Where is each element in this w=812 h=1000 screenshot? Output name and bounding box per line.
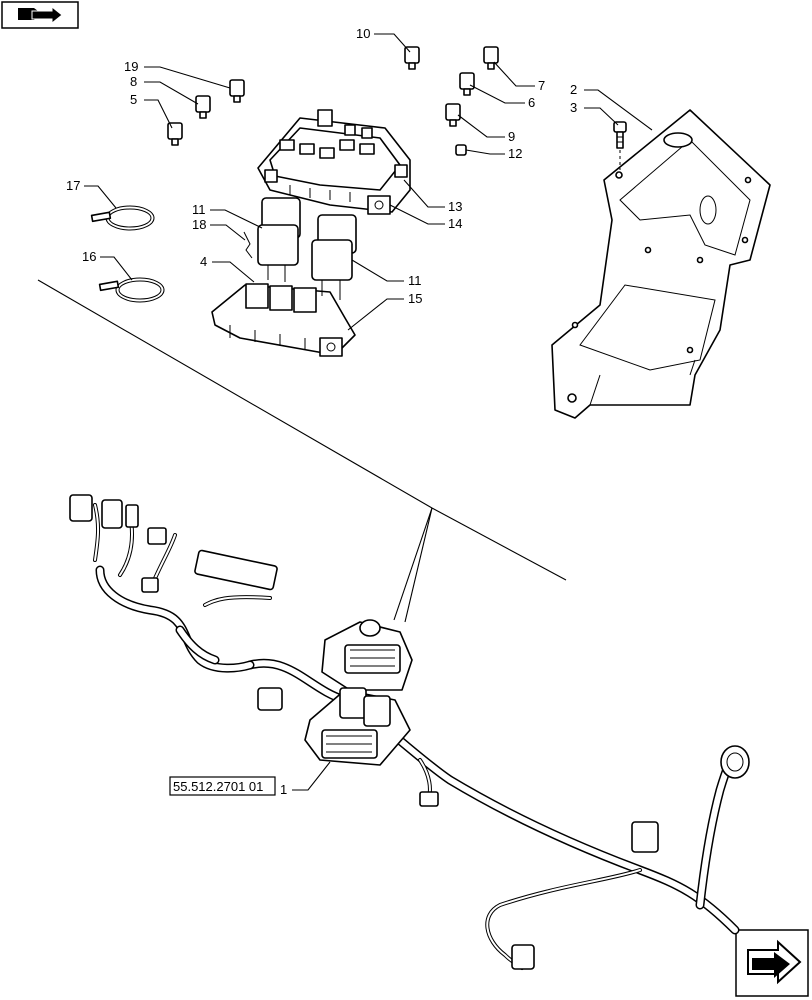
book-arrow-icon[interactable]: [1, 1, 79, 29]
fuse-6: [459, 72, 475, 96]
cable-tie-17: [90, 205, 155, 231]
callout-12: 12: [508, 146, 522, 161]
explode-line-pointer-left: [393, 507, 433, 621]
fuse-19: [229, 79, 245, 103]
callout-16: 16: [82, 249, 96, 264]
cable-tie-16: [98, 277, 165, 303]
callout-18: 18: [192, 217, 206, 232]
callout-10: 10: [356, 26, 370, 41]
callout-labels: 19 8 5 10 7 6 9 12 2 3 13 14 17 16 11 18…: [66, 26, 577, 797]
callout-2: 2: [570, 82, 577, 97]
fuse-7: [483, 46, 499, 70]
callout-19: 19: [124, 59, 138, 74]
callout-14: 14: [448, 216, 462, 231]
next-page-arrow-icon[interactable]: [735, 929, 809, 997]
leader-lines: [84, 33, 653, 791]
fuse-8: [195, 95, 211, 119]
callout-9: 9: [508, 129, 515, 144]
upper-fuse-box: [257, 109, 411, 215]
retaining-clip: [243, 231, 253, 259]
explode-line-upper: [37, 279, 433, 509]
callout-3: 3: [570, 100, 577, 115]
main-wiring-harness: [69, 494, 750, 970]
callout-4: 4: [200, 254, 207, 269]
explode-line-lower: [431, 507, 567, 581]
reference-link[interactable]: 55.512.2701 01: [169, 776, 276, 796]
reference-code: 55.512.2701 01: [173, 779, 263, 794]
callout-13: 13: [448, 199, 462, 214]
callout-15: 15: [408, 291, 422, 306]
callout-11-left: 11: [192, 202, 206, 217]
explode-line-pointer-right: [404, 507, 433, 623]
callout-11-right: 11: [408, 273, 422, 288]
fuse-9: [445, 103, 461, 127]
callout-8: 8: [130, 74, 137, 89]
callout-1: 1: [280, 782, 287, 797]
mounting-bracket: [551, 109, 771, 419]
callout-17: 17: [66, 178, 80, 193]
fuse-12: [455, 144, 467, 156]
fuse-5: [167, 122, 183, 146]
relay-left: [257, 197, 301, 282]
relay-right: [311, 214, 357, 300]
callout-7: 7: [538, 78, 545, 93]
callout-6: 6: [528, 95, 535, 110]
fuse-10: [404, 46, 420, 70]
lower-fuse-box: [211, 283, 356, 357]
callout-5: 5: [130, 92, 137, 107]
